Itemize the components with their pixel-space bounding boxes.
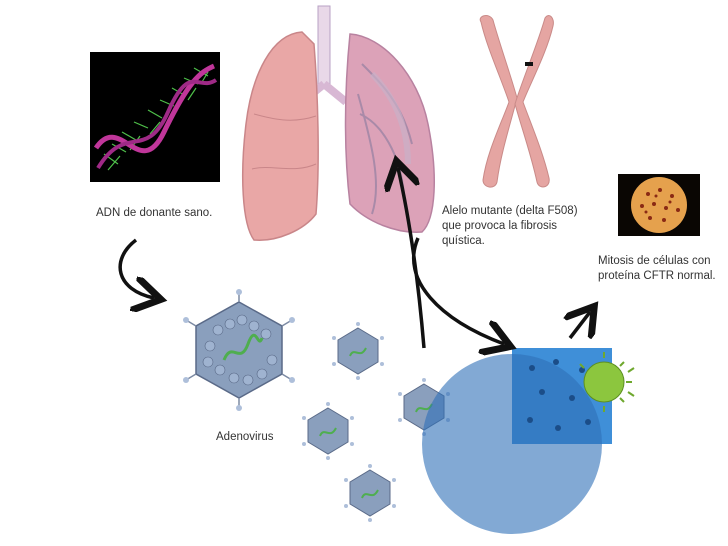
arrow-dna-to-virus	[118, 238, 154, 298]
label-mutant-allele: Alelo mutante (delta F508) que provoca l…	[442, 204, 578, 249]
adenovirus-small-1	[332, 322, 384, 380]
arrow-cell-to-mitosis	[570, 312, 590, 338]
label-dna: ADN de donante sano.	[96, 207, 213, 219]
label-mutant-line-2: que provoca la fibrosis	[442, 220, 558, 232]
label-mitosis-line-1: Mitosis de células con	[598, 255, 711, 267]
adenovirus-small-4	[344, 464, 396, 522]
label-mutant-line-3: quística.	[442, 235, 485, 247]
arrow-virus-to-lung	[398, 168, 426, 349]
label-mitosis: Mitosis de células con proteína CFTR nor…	[598, 254, 716, 284]
dna-helix-image	[90, 52, 220, 182]
chromosome-image	[479, 15, 554, 188]
label-mutant-line-1: Alelo mutante (delta F508)	[442, 205, 578, 217]
cell-mitosis-image	[618, 174, 700, 236]
label-adenovirus: Adenovirus	[216, 431, 274, 443]
label-mitosis-line-2: proteína CFTR normal.	[598, 270, 716, 282]
adenovirus-image	[183, 289, 295, 411]
cell-infection-image	[422, 348, 635, 534]
adenovirus-small-3	[302, 402, 354, 460]
arrow-lung-to-cell	[411, 237, 504, 344]
